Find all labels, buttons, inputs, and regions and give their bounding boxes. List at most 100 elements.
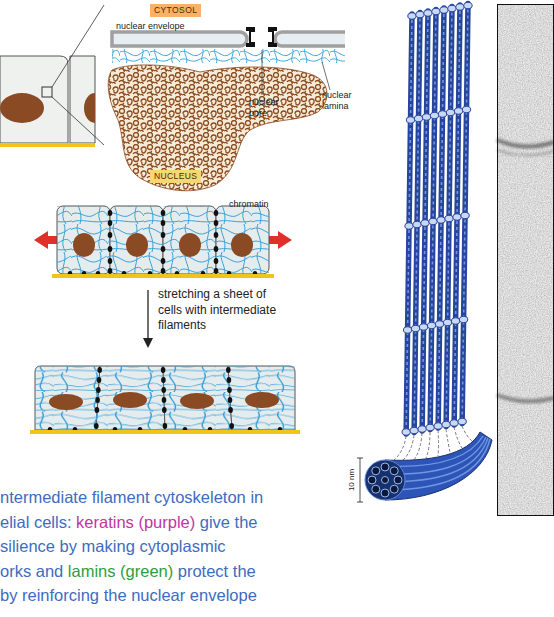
filament-model	[446, 429, 450, 452]
caption-text: orks and	[0, 562, 63, 580]
caption-text: protect the	[178, 562, 256, 580]
stretched-sheet	[228, 370, 231, 426]
filament-model	[390, 467, 398, 475]
epithelial-sheet	[34, 231, 58, 249]
caption-block: ntermediate filament cytoskeleton in elia…	[0, 485, 268, 608]
epithelial-sheet	[179, 233, 201, 257]
caption-text: keratins (purple)	[76, 513, 195, 531]
part-label: nuclear envelope	[116, 21, 185, 32]
caption-text: silience by making cytoplasmic	[0, 537, 226, 555]
filament-model	[426, 432, 430, 458]
process-note: stretching a sheet of cells with interme…	[158, 287, 290, 334]
process-arrow	[143, 338, 153, 348]
epithelial-sheet	[126, 233, 148, 257]
stretched-sheet	[113, 392, 147, 408]
stretched-sheet	[30, 366, 300, 432]
region-label-box: NUCLEUS	[150, 170, 201, 183]
nuclear-envelope-detail	[246, 27, 255, 47]
stretched-sheet	[35, 366, 295, 430]
nuclear-envelope-detail	[108, 65, 327, 191]
nuclear-envelope-detail	[112, 49, 345, 63]
cell-illustration	[52, 97, 104, 145]
epithelial-sheet	[34, 206, 292, 276]
caption-text: elial cells:	[0, 513, 72, 531]
nuclear-envelope-detail	[322, 62, 330, 90]
caption-line: elial cells:keratins (purple) give the	[0, 510, 268, 535]
stretched-sheet	[163, 370, 165, 426]
caption-line: ntermediate filament cytoskeleton in	[0, 485, 268, 510]
electron-micrograph	[497, 150, 554, 155]
epithelial-sheet	[73, 233, 95, 257]
filament-model	[454, 427, 462, 448]
epithelial-sheet	[163, 213, 164, 271]
stretched-sheet	[245, 392, 279, 408]
filament-model	[458, 2, 472, 424]
region-label: NUCLEUS	[154, 171, 197, 182]
region-label: CYTOSOL	[154, 5, 197, 16]
nuclear-envelope-detail	[275, 32, 345, 46]
filament-model	[381, 489, 389, 497]
part-label: nuclear lamina	[322, 90, 366, 112]
filament-model	[357, 2, 492, 502]
epithelial-sheet	[110, 213, 111, 271]
filament-model	[385, 439, 490, 490]
filament-model	[414, 433, 422, 460]
filament-model	[365, 460, 405, 500]
cell-illustration	[0, 143, 95, 147]
electron-micrograph	[497, 4, 554, 516]
filament-model	[357, 458, 363, 459]
caption-text: ntermediate filament cytoskeleton in	[0, 488, 263, 506]
electron-micrograph	[535, 4, 540, 516]
filament-model	[360, 458, 361, 502]
caption-text: by reinforcing the nuclear envelope	[0, 586, 257, 604]
process-arrow	[143, 290, 153, 348]
caption-line: orks andlamins (green)protect the	[0, 559, 268, 584]
caption-text: give the	[200, 513, 258, 531]
filament-model	[390, 485, 398, 493]
filament-model	[372, 467, 380, 475]
cell-illustration	[0, 5, 104, 145]
cell-illustration	[0, 93, 44, 123]
filament-model	[402, 435, 414, 461]
filament-model	[462, 426, 473, 442]
part-label: chromatin	[229, 199, 269, 210]
electron-micrograph	[498, 5, 554, 516]
epithelial-sheet	[231, 233, 253, 257]
stretched-sheet	[96, 370, 99, 426]
filament-model	[381, 463, 389, 471]
filament-model	[368, 463, 402, 497]
electron-micrograph	[497, 4, 554, 516]
filament-model	[372, 485, 380, 493]
filament-model	[368, 476, 376, 484]
filament-model	[392, 436, 406, 462]
filament-model	[438, 430, 440, 456]
nuclear-envelope-detail	[262, 50, 263, 95]
nuclear-envelope-detail	[108, 27, 345, 191]
nuclear-envelope-detail	[112, 32, 247, 46]
stretched-sheet	[49, 394, 83, 410]
filament-model	[382, 477, 389, 484]
cell-illustration	[84, 93, 95, 123]
region-label-box: CYTOSOL	[150, 4, 201, 17]
epithelial-sheet	[57, 206, 269, 274]
stretched-sheet	[180, 393, 214, 409]
filament-model	[385, 436, 483, 466]
cell-illustration	[0, 56, 68, 143]
nuclear-envelope-detail	[268, 27, 277, 47]
electron-micrograph	[497, 395, 554, 401]
electron-micrograph	[497, 140, 554, 147]
cell-illustration	[52, 5, 104, 87]
filament-model	[385, 436, 490, 490]
stretched-sheet	[30, 430, 300, 434]
process-arrow	[147, 290, 148, 340]
caption-line: silience by making cytoplasmic	[0, 534, 268, 559]
epithelial-sheet	[268, 231, 292, 249]
cell-illustration	[42, 87, 52, 97]
part-label: nuclear pore	[249, 97, 289, 119]
epithelial-sheet	[52, 274, 274, 278]
filament-model	[357, 458, 363, 502]
dimension-label: 10 nm	[347, 469, 357, 491]
